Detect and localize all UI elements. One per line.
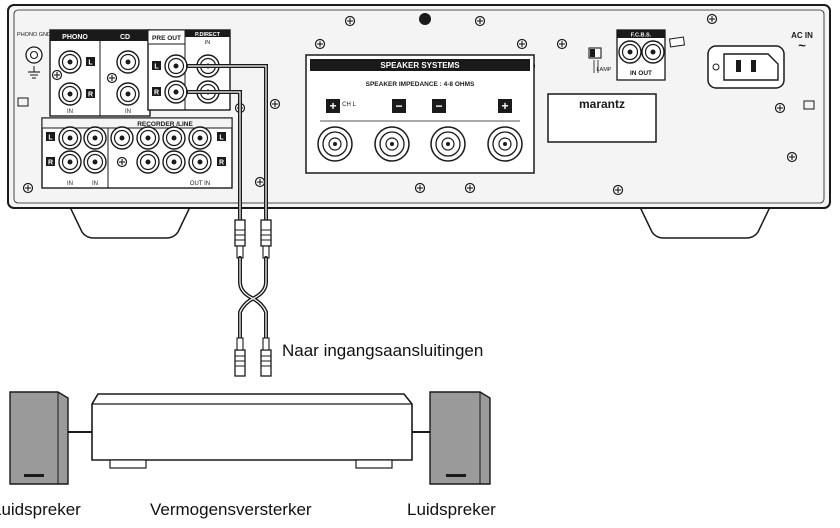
left-speaker-caption: Luidspreker [0,500,81,519]
speaker-terminal-3[interactable] [430,126,466,162]
recorder-line-section: RECORDER /LINE L R L R IN IN OUT IN [41,117,233,189]
line-jack-5[interactable] [136,150,160,174]
class-mark-right [803,100,815,110]
speaker-systems-section: SPEAKER SYSTEMS SPEAKER IMPEDANCE : 4-8 … [305,54,535,174]
phono-r-marker: R [88,92,93,99]
speaker-systems-label: SPEAKER SYSTEMS [380,61,460,70]
recorder-line-label: RECORDER /LINE [137,121,193,128]
pre-out-r-marker: R [154,90,159,97]
cd-label: CD [120,34,130,41]
fcbs-in-jack[interactable] [618,40,642,64]
phono-gnd-terminal: PHONO GND [17,32,51,79]
line-jack-2[interactable] [136,126,160,150]
phono-l-jack[interactable] [58,50,82,74]
p-direct-in-label: IN [205,40,211,46]
cable-top-plugs[interactable] [234,219,272,259]
rec-jack-3[interactable] [58,150,82,174]
rec-jack-2[interactable] [83,126,107,150]
line-jack-4[interactable] [188,126,212,150]
lamp-switch[interactable]: LAMP [588,47,612,73]
phono-r-jack[interactable] [58,82,82,106]
rec-jack-4[interactable] [83,150,107,174]
input-connectors-caption: Naar ingangsaansluitingen [282,341,484,360]
fcbs-out-jack[interactable] [641,40,665,64]
recorder-r-marker: R [48,160,53,167]
cd-in-label: IN [125,109,131,115]
line-l-marker: L [219,135,224,142]
receiver-foot-right [638,206,772,239]
line-jack-1[interactable] [110,126,134,150]
power-amplifier [91,393,413,469]
phono-gnd-label: PHONO GND [17,32,51,38]
ac-in-label: AC IN [791,31,813,40]
amplifier-caption: Vermogensversterker [150,500,312,519]
spk-plus-right: + [501,99,508,113]
rec-in-label-1: IN [67,181,73,187]
line-jack-3[interactable] [162,126,186,150]
speaker-impedance-label: SPEAKER IMPEDANCE : 4-8 OHMS [366,81,475,88]
class-mark-left [17,97,29,107]
line-out-in-label: OUT IN [190,181,210,187]
lamp-label: LAMP [597,67,612,73]
speaker-terminal-4[interactable] [487,126,523,162]
pre-out-l-marker: L [154,64,159,71]
fcbs-in-out-label: IN OUT [630,70,652,77]
speaker-terminal-2[interactable] [374,126,410,162]
r-ch-l-label: R CH L [336,102,356,108]
line-jack-7[interactable] [188,150,212,174]
cd-r-jack[interactable] [116,82,140,106]
rca-cable-inner [188,65,267,220]
phono-cd-section: PHONO CD L R IN IN [49,29,151,117]
line-jack-6[interactable] [162,150,186,174]
right-speaker-caption: Luidspreker [407,500,496,519]
p-direct-label: P.DIRECT [195,32,221,38]
fcbs-section: F.C.B.S. IN OUT [616,29,686,81]
line-r-marker: R [219,160,224,167]
cd-l-jack[interactable] [116,50,140,74]
recorder-l-marker: L [48,135,53,142]
pre-out-section: PRE OUT P.DIRECT IN L R [147,29,231,111]
pre-out-r-jack[interactable] [164,80,188,104]
right-speaker [429,391,491,485]
fcbs-label: F.C.B.S. [631,33,652,39]
phono-l-marker: L [88,60,93,67]
spk-minus-right: − [435,99,442,113]
phono-label: PHONO [62,34,88,41]
panel-top-hole [419,13,431,25]
rec-jack-1[interactable] [58,126,82,150]
ac-symbol: ~ [798,38,806,53]
ac-inlet: AC IN ~ [707,31,813,89]
receiver-foot-left [68,206,192,239]
brand-plate: marantz [547,93,657,143]
brand-logo: marantz [579,97,625,111]
rec-in-label-2: IN [92,181,98,187]
speaker-terminal-1[interactable] [317,126,353,162]
pre-out-l-jack[interactable] [164,54,188,78]
spk-plus-left: + [329,99,336,113]
pre-out-label: PRE OUT [152,35,181,42]
spk-minus-left: − [395,99,402,113]
left-speaker [9,391,69,485]
cable-bottom-plugs[interactable] [234,337,272,377]
phono-in-label: IN [67,109,73,115]
